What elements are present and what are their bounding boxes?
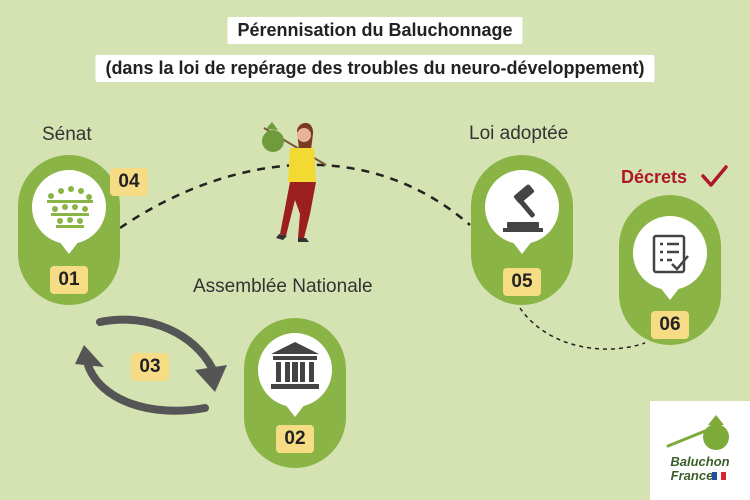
step-number-06: 06 [651,311,689,339]
navette-arrowhead-bottom [75,345,104,367]
parliament-building-icon [258,333,332,417]
loi-pill [471,155,573,305]
navette-arrow-top [96,315,216,372]
traveler-with-bundle-icon [262,122,327,242]
step-number-03: 03 [131,353,169,381]
hemicycle-icon [32,170,106,254]
loi-label: Loi adoptée [469,123,569,144]
step-number-05: 05 [503,268,541,296]
title-line-2: (dans la loi de repérage des troubles du… [95,55,655,82]
logo-text-line1: Baluchon [670,454,730,469]
baluchon-france-logo: Baluchon France [650,401,750,500]
french-flag-icon [712,472,726,480]
senat-pill [18,155,120,305]
step-number-01: 01 [50,266,88,294]
dashed-path-loi-to-decrets [519,307,646,350]
document-checklist-icon [633,216,707,300]
check-icon [701,165,728,187]
decrets-label: Décrets [621,167,688,187]
logo-text-line2: France [670,468,714,483]
decrets-pill [619,195,721,345]
assemblee-label: Assemblée Nationale [193,276,373,297]
step-number-02: 02 [276,425,314,453]
gavel-icon [485,170,559,254]
bundle-logo-icon [666,415,729,450]
navette-arrowhead-top [195,365,227,392]
navette-arrow-bottom [84,361,209,415]
senat-label: Sénat [42,124,92,145]
step-number-04: 04 [110,168,148,196]
assemblee-pill [244,318,346,468]
title-line-1: Pérennisation du Baluchonnage [227,17,523,44]
